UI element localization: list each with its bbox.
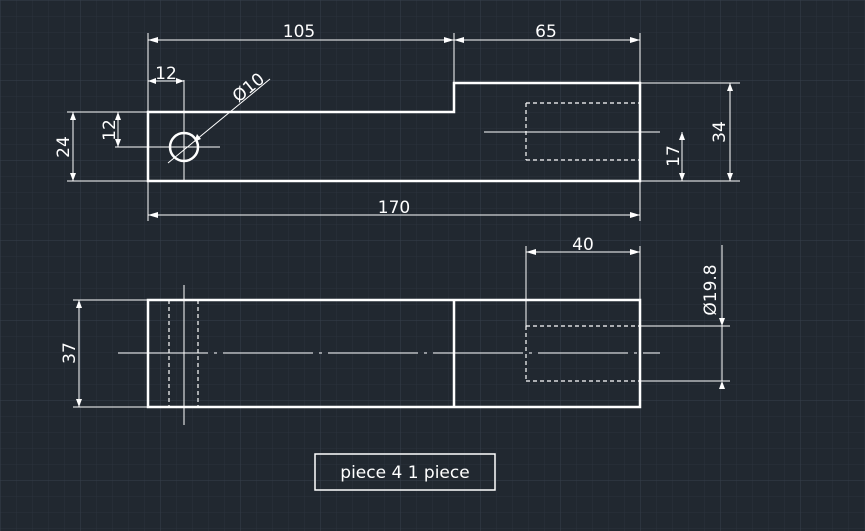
dim-arrows [148, 78, 184, 84]
dim-40: 40 [572, 235, 594, 255]
hidden-bore-front [525, 325, 640, 382]
dim-34: 34 [710, 121, 730, 143]
leader-line-d10 [167, 78, 271, 164]
front-view: 40 Ø19.8 37 [60, 235, 730, 425]
dim-105: 105 [283, 22, 315, 42]
dim-arrows [194, 134, 201, 142]
dim-65: 65 [535, 22, 557, 42]
title-box: piece 4 1 piece [314, 453, 496, 491]
dim-diameter-19-8: Ø19.8 [701, 264, 721, 315]
dim-37: 37 [60, 342, 80, 364]
dim-170: 170 [378, 198, 410, 218]
dim-24: 24 [54, 136, 74, 158]
dim-arrows [70, 112, 76, 181]
title-label: piece 4 1 piece [340, 463, 469, 483]
dim-12-vertical: 12 [100, 119, 120, 141]
title-box-border [314, 453, 496, 491]
top-view: 105 65 12 12 Ø10 24 17 34 [54, 22, 740, 221]
dim-12-horizontal: 12 [155, 64, 177, 84]
dim-arrows [115, 112, 121, 147]
dim-17: 17 [664, 145, 684, 167]
